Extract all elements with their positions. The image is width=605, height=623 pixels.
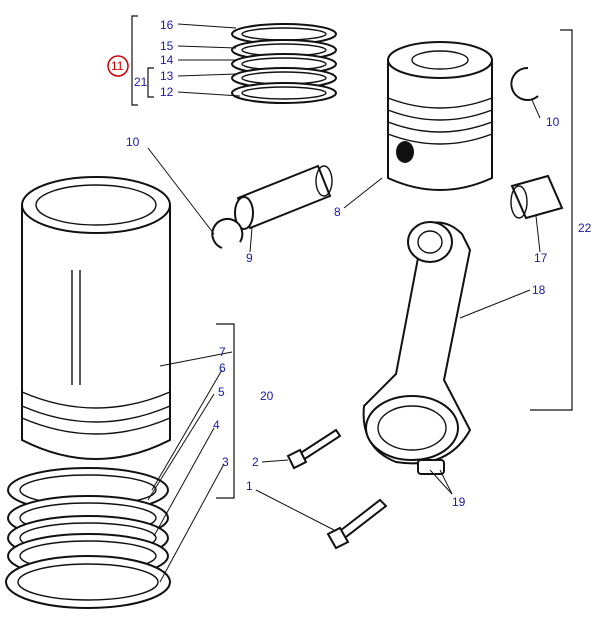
label-2: 2 <box>252 455 259 469</box>
label-13: 13 <box>160 69 174 83</box>
gudgeon-pin <box>234 164 333 230</box>
label-12: 12 <box>160 85 174 99</box>
label-19: 19 <box>452 495 466 509</box>
label-7: 7 <box>219 345 226 359</box>
bracket-21 <box>147 67 154 98</box>
bolt-upper <box>286 428 342 470</box>
label-8: 8 <box>334 205 341 219</box>
circlip-left <box>211 217 244 249</box>
label-3: 3 <box>222 455 229 469</box>
highlight-circle-11 <box>107 55 129 77</box>
liner-seal-rings <box>5 467 171 609</box>
label-14: 14 <box>160 53 174 67</box>
bracket-11 <box>131 15 138 106</box>
label-15: 15 <box>160 39 174 53</box>
label-18: 18 <box>532 283 546 297</box>
label-21: 21 <box>134 75 148 89</box>
circlip-right <box>510 66 539 101</box>
label-11: 11 <box>111 59 124 73</box>
label-4: 4 <box>213 418 220 432</box>
bracket-20 <box>216 323 235 499</box>
label-5: 5 <box>218 385 225 399</box>
label-17: 17 <box>534 251 548 265</box>
label-22: 22 <box>578 221 592 235</box>
label-16: 16 <box>160 18 174 32</box>
small-end-bush <box>510 174 564 220</box>
label-10-left: 10 <box>126 135 140 149</box>
bracket-22 <box>530 29 573 411</box>
label-20: 20 <box>260 389 274 403</box>
piston <box>387 41 493 191</box>
label-10-right: 10 <box>546 115 560 129</box>
cylinder-liner <box>21 176 171 460</box>
leader-lines <box>147 23 541 583</box>
bolt-lower <box>326 498 388 550</box>
label-6: 6 <box>219 361 226 375</box>
connecting-rod <box>362 221 472 475</box>
piston-ring-set <box>231 23 337 104</box>
label-1: 1 <box>246 479 253 493</box>
label-9: 9 <box>246 251 253 265</box>
